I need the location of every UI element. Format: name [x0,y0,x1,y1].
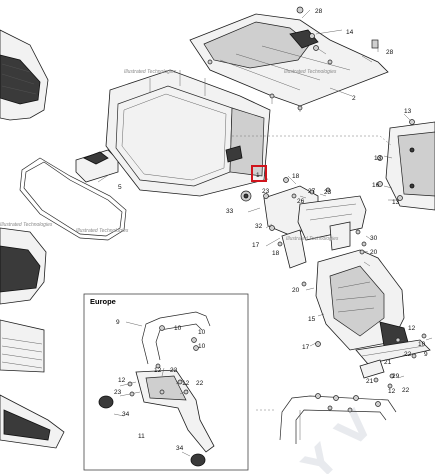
callout-32: 32 [255,223,263,230]
inset-handle [141,311,211,365]
callout-29: 29 [392,373,400,380]
callout-18: 18 [292,173,300,180]
right-bracket-assembly [263,185,367,269]
callout-28-top: 28 [315,8,323,15]
side-panel [315,249,409,351]
callout-21-lower: 21 [366,378,374,385]
callout-13-bottom: 13 [392,199,400,206]
inset-callout-9: 9 [116,319,120,326]
callout-22-lower: 22 [402,387,410,394]
callout-12-right: 12 [408,325,416,332]
callout-30: 30 [370,235,378,242]
inset-callout-12-a: 12 [154,367,162,374]
inset-callout-34-b: 34 [176,445,184,452]
inset-callout-12-c: 12 [118,377,126,384]
callout-14: 14 [346,29,354,36]
reflector-34-right [190,453,206,467]
callout-12-lower: 12 [388,388,396,395]
callout-21-upper: 21 [384,359,392,366]
watermark-4: Illustrated Technologies [286,236,339,242]
hardware-fasteners [207,6,427,413]
callout-13-left: 13 [374,155,382,162]
seal-ring [19,157,127,241]
watermark-1: Illustrated Technologies [124,69,177,75]
callout-20-right: 20 [370,249,378,256]
inset-callout-23: 23 [114,389,122,396]
clip-28-right [371,39,379,49]
highlight-box [251,165,267,182]
watermark-3: Illustrated Technologies [76,228,129,234]
callout-13-top: 13 [404,108,412,115]
inset-callout-10-a: 10 [174,325,182,332]
inset-callout-10-b: 10 [198,329,206,336]
reflector-34-left [98,395,114,409]
rear-grab-handle [279,395,397,444]
callout-5: 5 [118,184,122,191]
europe-inset: Europe [83,293,249,471]
left-lower-body-panel [0,227,47,305]
callout-10-right: 10 [418,341,426,348]
inset-callout-11: 11 [138,433,145,440]
inset-callout-12-b: 12 [182,380,190,387]
left-bottom-plate [0,394,65,449]
callout-18-lower: 18 [272,250,280,257]
callout-17-right: 17 [302,344,310,351]
europe-inset-title: Europe [90,297,116,306]
inset-callout-22-a: 22 [170,367,178,374]
screw-28-top [296,6,304,14]
callout-26: 26 [297,198,305,205]
callout-27: 27 [308,188,316,195]
callout-15: 15 [308,316,316,323]
callout-23-left: 23 [262,188,270,195]
callout-22-right: 22 [404,351,412,358]
callout-20-left: 20 [292,287,300,294]
callout-9-right: 9 [424,351,428,358]
callout-2: 2 [352,95,356,102]
left-rack-panel [0,319,45,373]
storage-box-frame [105,69,271,197]
callout-1: 1 [256,172,260,179]
inset-callout-34-a: 34 [122,411,130,418]
callout-28-right: 28 [386,49,394,56]
watermark-5: Illustrated Technologies [0,222,53,228]
right-housing [385,121,435,211]
watermark-2: Illustrated Technologies [284,69,337,75]
inset-callout-10-c: 10 [198,343,206,350]
callout-23-right: 23 [324,189,332,196]
callout-33: 33 [226,208,234,215]
inset-callout-22-b: 22 [196,380,204,387]
latch-part [75,149,119,183]
callout-17-left: 17 [252,242,260,249]
left-body-panel [0,29,49,121]
callout-16: 16 [372,182,380,189]
lower-right-rail [355,339,431,379]
